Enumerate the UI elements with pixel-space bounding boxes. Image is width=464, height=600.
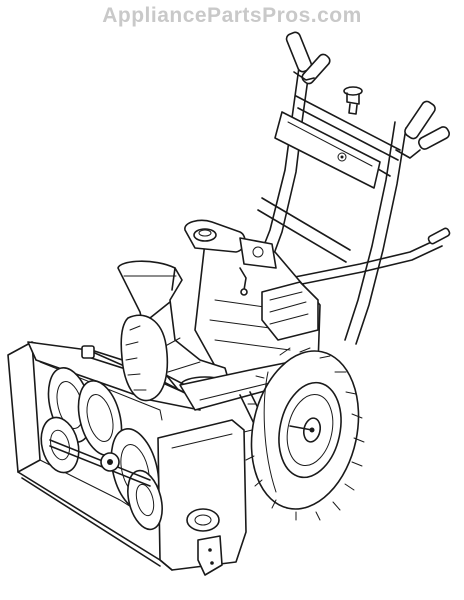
auger-spirals (40, 367, 163, 531)
right-rear-wheel (243, 347, 365, 521)
left-handle-grip (285, 31, 331, 85)
control-knob (343, 86, 363, 115)
left-rear-wheel (120, 314, 169, 402)
tire-sidewall (263, 371, 277, 493)
right-handle-grip (395, 100, 450, 159)
control-panel (274, 111, 381, 189)
watermark-text: AppliancePartsPros.com (102, 4, 362, 27)
